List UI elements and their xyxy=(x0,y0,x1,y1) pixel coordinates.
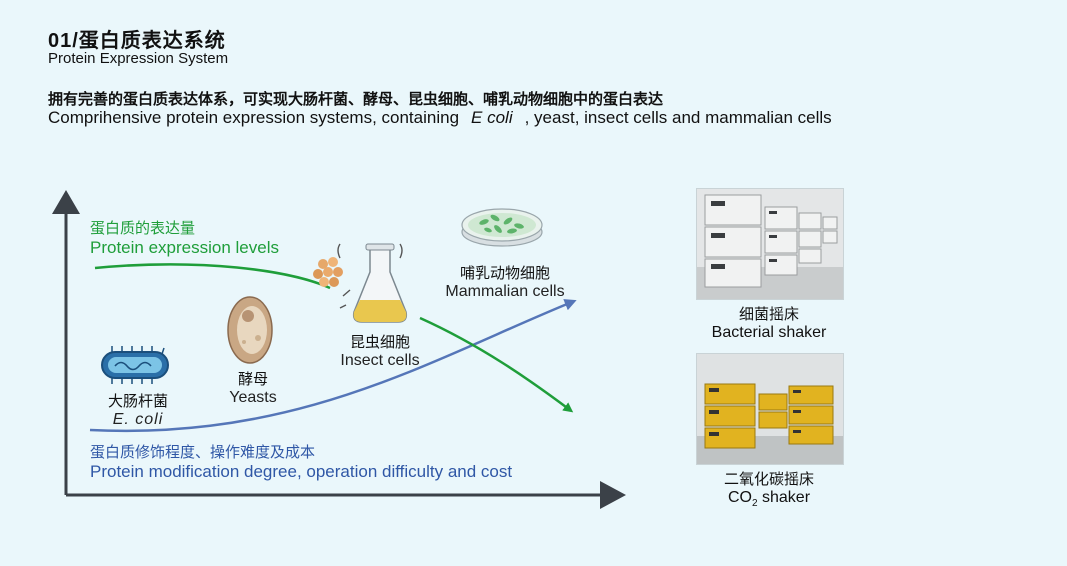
bacterial-shaker-en: Bacterial shaker xyxy=(711,324,827,341)
organism-yeast-en: Yeasts xyxy=(229,389,277,406)
organism-yeast: 酵母 Yeasts xyxy=(213,368,293,407)
intro-english-after: , yeast, insect cells and mammalian cell… xyxy=(524,108,832,127)
axes xyxy=(52,190,626,509)
intro-english-before: Comprihensive protein expression systems… xyxy=(48,108,460,127)
expression-curve-start xyxy=(94,263,331,290)
organism-yeast-cn: 酵母 xyxy=(237,371,268,388)
organism-insect: 昆虫细胞 Insect cells xyxy=(320,331,440,370)
expression-curve-end xyxy=(419,316,574,413)
co2-shaker-cn: 二氧化碳摇床 xyxy=(723,471,814,488)
modification-curve xyxy=(89,299,577,433)
expression-label-en: Protein expression levels xyxy=(90,238,279,257)
co2-shaker-caption: 二氧化碳摇床 CO2 shaker xyxy=(690,468,848,509)
yeast-cell-icon xyxy=(227,296,273,364)
bacterium-icon xyxy=(101,346,169,384)
organism-mammalian-en: Mammalian cells xyxy=(445,283,565,300)
modification-label: 蛋白质修饰程度、操作难度及成本 Protein modification deg… xyxy=(90,441,512,482)
co2-shaker-photo xyxy=(696,353,844,465)
co2-shaker-en: CO2 shaker xyxy=(690,489,848,509)
organism-ecoli-en: E. coli xyxy=(112,411,164,428)
bacterial-shaker-photo xyxy=(696,188,844,300)
page-title: 01/蛋白质表达系统 xyxy=(48,30,226,52)
co2-shaker-en-sub: 2 xyxy=(751,498,758,510)
intro-english-italic: E coli xyxy=(471,108,513,127)
bacterial-shaker-cn: 细菌摇床 xyxy=(738,306,799,323)
co2-shaker-en-prefix: CO xyxy=(727,489,752,506)
petri-dish-icon xyxy=(461,208,543,247)
modification-label-cn: 蛋白质修饰程度、操作难度及成本 xyxy=(90,444,316,461)
intro-english: Comprihensive protein expression systems… xyxy=(48,108,832,128)
x-axis-arrowhead xyxy=(600,481,626,509)
bacterial-shaker-caption: 细菌摇床 Bacterial shaker xyxy=(690,303,848,342)
modification-label-en: Protein modification degree, operation d… xyxy=(90,462,513,481)
page-subtitle: Protein Expression System xyxy=(48,50,229,67)
expression-label-cn: 蛋白质的表达量 xyxy=(90,220,196,237)
expression-label: 蛋白质的表达量 Protein expression levels xyxy=(90,217,279,258)
y-axis-arrowhead xyxy=(52,190,80,214)
organism-mammalian: 哺乳动物细胞 Mammalian cells xyxy=(430,262,580,301)
intro-chinese: 拥有完善的蛋白质表达体系，可实现大肠杆菌、酵母、昆虫细胞、哺乳动物细胞中的蛋白表… xyxy=(48,91,664,108)
organism-mammalian-cn: 哺乳动物细胞 xyxy=(459,265,550,282)
co2-shaker-en-suffix: shaker xyxy=(757,489,811,506)
organism-ecoli: 大肠杆菌 E. coli xyxy=(88,390,188,429)
flask-icon xyxy=(313,243,408,323)
organism-ecoli-cn: 大肠杆菌 xyxy=(107,393,168,410)
organism-insect-cn: 昆虫细胞 xyxy=(349,334,410,351)
organism-insect-en: Insect cells xyxy=(340,352,420,369)
